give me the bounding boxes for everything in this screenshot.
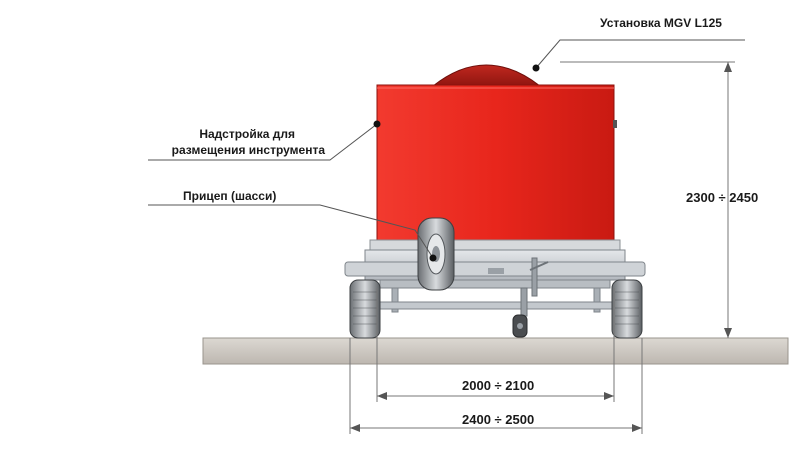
callout-superstructure-label-line1: Надстройка для	[199, 127, 295, 141]
left-wheel	[349, 279, 381, 339]
outer-width-dimension-label: 2400 ÷ 2500	[462, 412, 535, 427]
callout-dot-unit	[532, 64, 540, 72]
inner-width-dimension-label: 2000 ÷ 2100	[462, 378, 535, 393]
dimension-lines	[349, 61, 735, 434]
callout-lines	[148, 39, 745, 259]
callout-dot-superstructure	[373, 120, 381, 128]
right-wheel	[611, 279, 643, 339]
superstructure-body	[376, 84, 615, 241]
callout-dot-trailer	[429, 254, 437, 262]
trailer-side-rail	[369, 239, 621, 251]
height-dimension-label: 2300 ÷ 2450	[686, 190, 759, 205]
unit-dome	[431, 64, 542, 87]
ground-slab	[202, 337, 789, 365]
callout-unit-label: Установка MGV L125	[600, 16, 722, 30]
callout-superstructure-label-line2: размещения инструмента	[171, 143, 325, 157]
callout-trailer-label: Прицеп (шасси)	[183, 189, 277, 203]
